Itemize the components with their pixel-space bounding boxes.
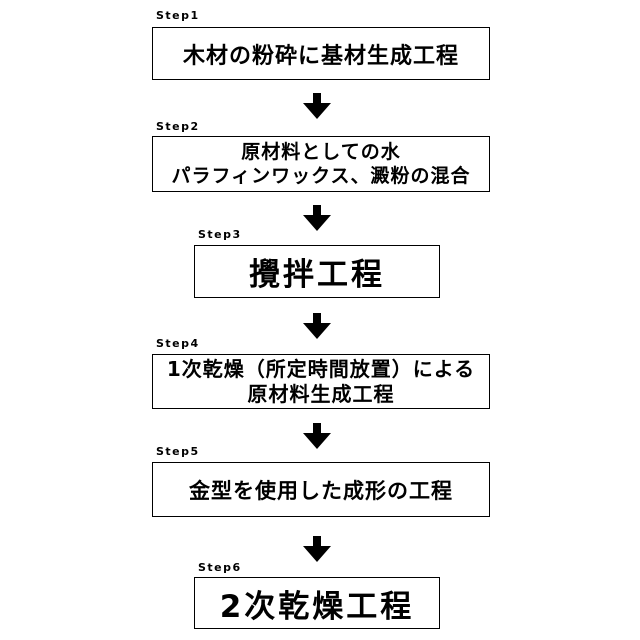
step6-label: Step6	[198, 562, 242, 574]
down-arrow-icon	[302, 313, 332, 339]
step1-label: Step1	[156, 10, 200, 22]
step1-text: 木材の粉砕に基材生成工程	[183, 38, 459, 70]
step4-box: 1次乾燥（所定時間放置）による 原材料生成工程	[152, 354, 490, 409]
down-arrow-icon	[302, 536, 332, 562]
step3-text: 攪拌工程	[249, 249, 385, 294]
step1-box: 木材の粉砕に基材生成工程	[152, 27, 490, 80]
step6-box: 2次乾燥工程	[194, 577, 440, 629]
step5-text: 金型を使用した成形の工程	[189, 475, 453, 505]
step2-label: Step2	[156, 121, 200, 133]
step3-label: Step3	[198, 229, 242, 241]
step6-text: 2次乾燥工程	[220, 581, 415, 626]
step4-text-line2: 原材料生成工程	[248, 382, 395, 407]
down-arrow-icon	[302, 205, 332, 231]
step4-text-line1: 1次乾燥（所定時間放置）による	[167, 357, 475, 382]
step2-text-line1: 原材料としての水	[241, 140, 400, 164]
down-arrow-icon	[302, 423, 332, 449]
step2-text-line2: パラフィンワックス、澱粉の混合	[171, 164, 470, 188]
step4-label: Step4	[156, 338, 200, 350]
step3-box: 攪拌工程	[194, 245, 440, 298]
down-arrow-icon	[302, 93, 332, 119]
step5-label: Step5	[156, 446, 200, 458]
step2-box: 原材料としての水 パラフィンワックス、澱粉の混合	[152, 136, 490, 192]
step5-box: 金型を使用した成形の工程	[152, 462, 490, 517]
